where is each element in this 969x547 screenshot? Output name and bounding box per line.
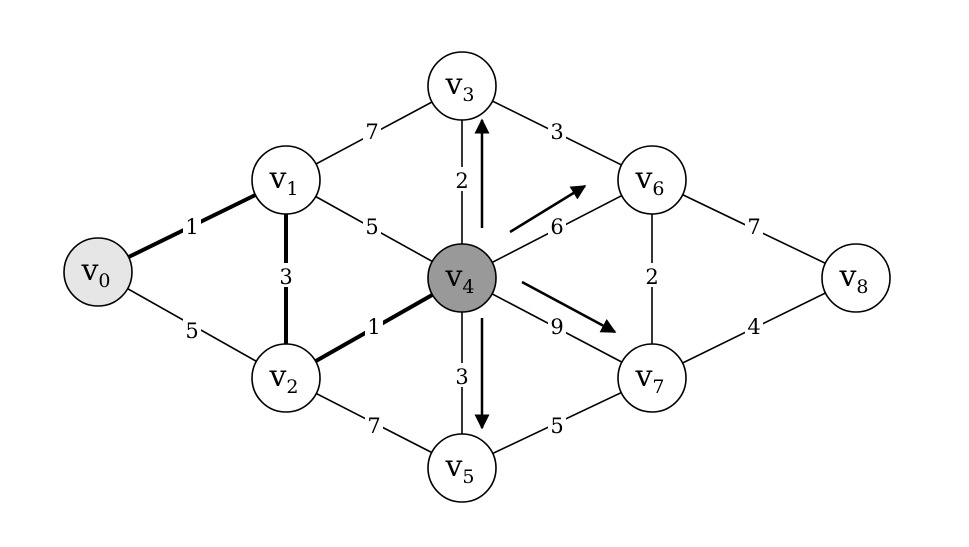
edge-weight-bg [183, 213, 201, 237]
node-circle [617, 343, 687, 413]
node-v5: v5 [427, 433, 497, 503]
node-label: v6 [634, 161, 664, 200]
node-label: v0 [80, 253, 110, 292]
edge-weights: 1 5 3 7 5 1 7 2 3 3 6 9 5 2 7 4 [183, 118, 763, 438]
edge-weight-v5-v7: 5 [550, 414, 563, 438]
edge-weight-bg [277, 263, 295, 287]
node-label: v3 [444, 67, 474, 106]
edge-weight-v3-v6: 3 [550, 120, 563, 144]
edge-weight-v0-v2: 5 [185, 319, 198, 343]
node-v7: v7 [617, 343, 687, 413]
nodes: v0 v1 v2 v3 v4 v5 v6 v7 v8 [63, 51, 891, 503]
node-label: v7 [634, 359, 664, 398]
edge-weight-bg [548, 118, 566, 142]
node-circle [63, 237, 133, 307]
edge-weight-v4-v5: 3 [455, 365, 468, 389]
node-label: v1 [268, 161, 298, 200]
edge-weight-bg [365, 313, 383, 337]
node-v2: v2 [251, 343, 321, 413]
node-circle [427, 51, 497, 121]
arrow-v4-to-v7 [521, 280, 617, 334]
edge-weight-v1-v2: 3 [279, 265, 292, 289]
edge-weight-bg [548, 412, 566, 436]
edge-weight-v2-v5: 7 [367, 414, 380, 438]
node-v4: v4 [427, 243, 497, 313]
edge-weight-v6-v8: 7 [747, 215, 760, 239]
edge-weight-v4-v7: 9 [550, 315, 563, 339]
edge-weight-v0-v1: 1 [185, 215, 198, 239]
edge-weight-v3-v4: 2 [455, 169, 468, 193]
node-circle [251, 343, 321, 413]
edge-weight-v6-v7: 2 [645, 265, 658, 289]
node-v8: v8 [821, 243, 891, 313]
edge-weight-bg [548, 213, 566, 237]
edge-weight-v1-v4: 5 [365, 215, 378, 239]
node-v1: v1 [251, 145, 321, 215]
node-circle [821, 243, 891, 313]
arrow-v4-to-v6 [509, 184, 587, 234]
edge-weight-bg [745, 213, 763, 237]
edge-weight-bg [453, 363, 471, 387]
edge-weight-bg [548, 313, 566, 337]
node-v0: v0 [63, 237, 133, 307]
node-circle [617, 145, 687, 215]
node-label: v2 [268, 359, 298, 398]
edge-weight-bg [643, 263, 661, 287]
edge-weight-v4-v6: 6 [550, 215, 563, 239]
edge-weight-bg [363, 118, 381, 142]
node-circle [427, 243, 497, 313]
edge-weight-bg [365, 412, 383, 436]
edge-weight-v2-v4: 1 [367, 315, 380, 339]
edge-weight-bg [453, 167, 471, 191]
node-label: v8 [838, 259, 868, 298]
node-v6: v6 [617, 145, 687, 215]
edge-weight-bg [363, 213, 381, 237]
node-label: v5 [444, 449, 474, 488]
node-circle [427, 433, 497, 503]
edge-weight-bg [745, 313, 763, 337]
node-label: v4 [444, 259, 474, 298]
edge-weight-bg [183, 317, 201, 341]
direction-arrows [474, 118, 617, 430]
node-circle [251, 145, 321, 215]
edge-weight-v7-v8: 4 [747, 315, 760, 339]
node-v3: v3 [427, 51, 497, 121]
edge-weight-v1-v3: 7 [365, 120, 378, 144]
